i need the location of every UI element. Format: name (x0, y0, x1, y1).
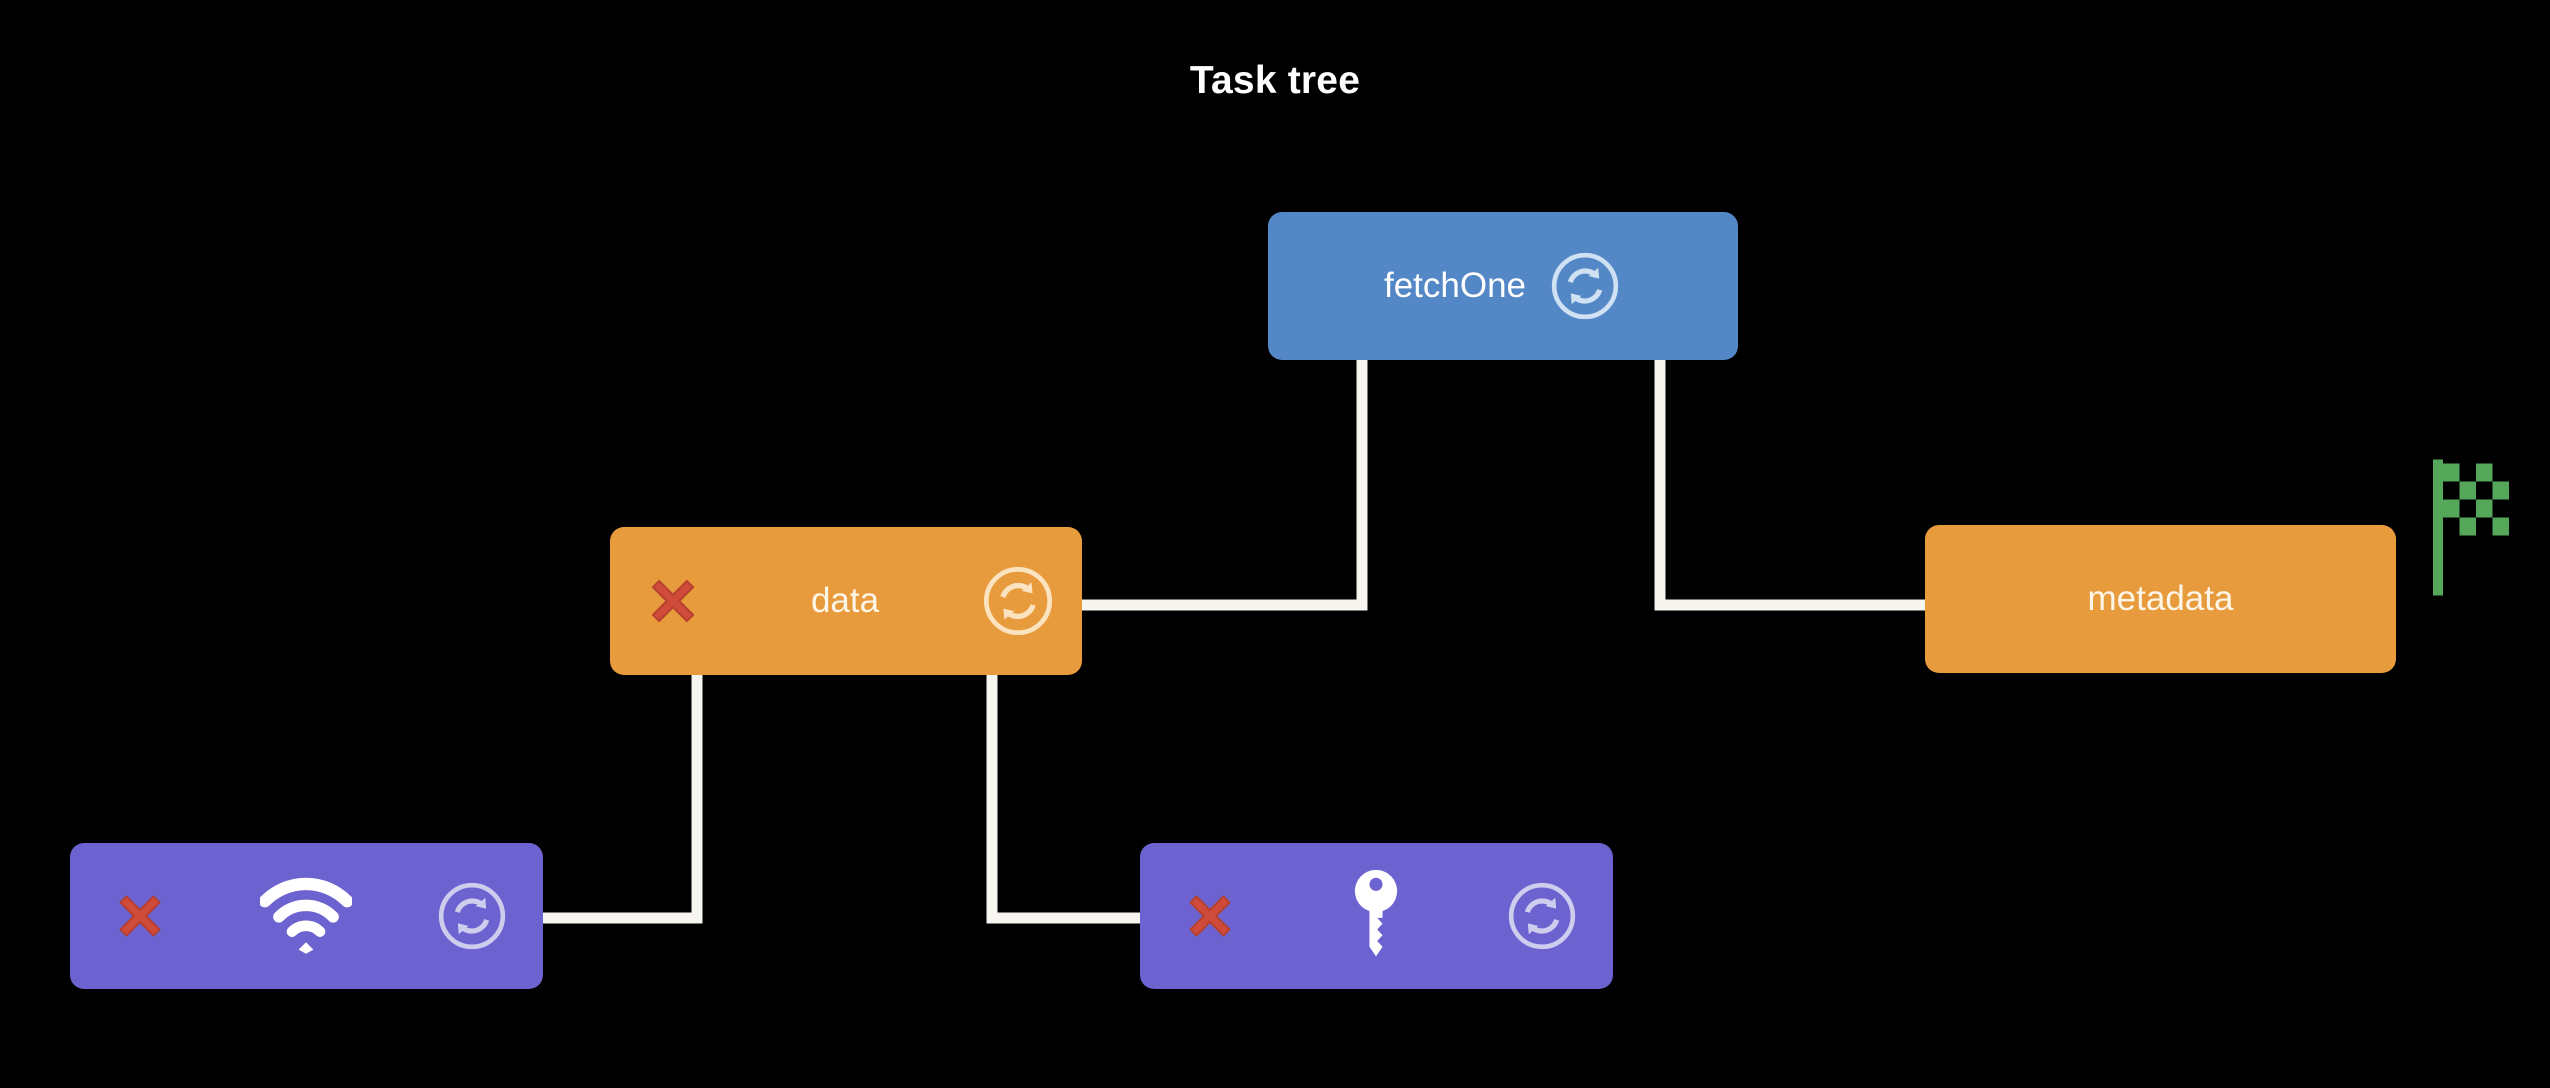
node-data-label: data (810, 581, 880, 620)
edge-data-credentials (986, 675, 1140, 924)
node-credentials[interactable] (1140, 843, 1613, 989)
key-icon (1349, 868, 1403, 964)
node-fetchone-label: fetchOne (1383, 266, 1527, 305)
node-fetchone-content: fetchOne (1268, 212, 1738, 360)
page-title: Task tree (1189, 59, 1361, 102)
edge-fetchone-metadata (1654, 360, 1925, 611)
node-data[interactable]: data (610, 527, 1082, 675)
node-network[interactable] (70, 843, 543, 989)
sync-icon (1548, 249, 1622, 323)
error-x-icon (1174, 880, 1246, 952)
error-x-icon (636, 564, 710, 638)
node-metadata-content: metadata (1925, 525, 2396, 673)
sync-icon (435, 879, 509, 953)
sync-icon (980, 563, 1056, 639)
node-credentials-content (1140, 843, 1613, 989)
node-fetchone[interactable]: fetchOne (1268, 212, 1738, 360)
edge-fetchone-data (1082, 360, 1368, 611)
checkered-flag-icon (2425, 455, 2517, 600)
error-x-icon (104, 880, 176, 952)
node-network-content (70, 843, 543, 989)
node-metadata[interactable]: metadata (1925, 525, 2396, 673)
edge-data-network (543, 675, 703, 924)
node-metadata-label: metadata (2087, 579, 2234, 618)
sync-icon (1505, 879, 1579, 953)
wifi-icon (259, 877, 352, 955)
node-data-content: data (610, 527, 1082, 675)
